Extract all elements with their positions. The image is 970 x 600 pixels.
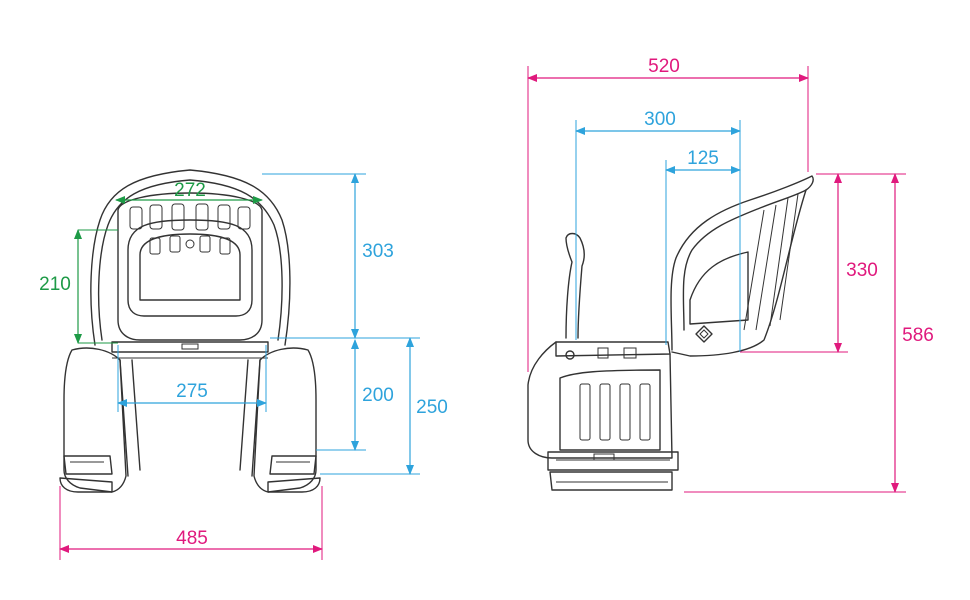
dim-250-label: 250 [416, 397, 448, 418]
dim-303-label: 303 [362, 241, 394, 262]
dim-330-label: 330 [846, 260, 878, 281]
dim-300-label: 300 [644, 109, 676, 130]
front-view-seat-drawing [59, 169, 321, 493]
dim-200-label: 200 [362, 385, 394, 406]
dim-485-label: 485 [176, 528, 208, 549]
side-dimension-300: 300 [575, 109, 741, 352]
front-dimension-272: 272 [115, 180, 263, 204]
front-dimension-485: 485 [59, 486, 323, 560]
front-dimension-303: 303 [262, 173, 394, 339]
front-dimension-250: 250 [320, 337, 448, 475]
side-dimension-586: 586 [684, 173, 934, 493]
dim-275-label: 275 [176, 381, 208, 402]
side-dimension-125: 125 [665, 148, 741, 345]
dim-520-label: 520 [648, 56, 680, 77]
front-dimension-210: 210 [39, 229, 118, 344]
side-dimension-330: 330 [740, 173, 878, 353]
front-dimension-275: 275 [117, 345, 267, 412]
dim-272-label: 272 [174, 180, 206, 201]
dim-586-label: 586 [902, 325, 934, 346]
dim-125-label: 125 [687, 148, 719, 169]
side-dimension-520: 520 [527, 56, 809, 372]
side-view-seat-drawing [527, 175, 814, 491]
front-dimension-200: 200 [316, 339, 394, 451]
dim-210-label: 210 [39, 274, 71, 295]
